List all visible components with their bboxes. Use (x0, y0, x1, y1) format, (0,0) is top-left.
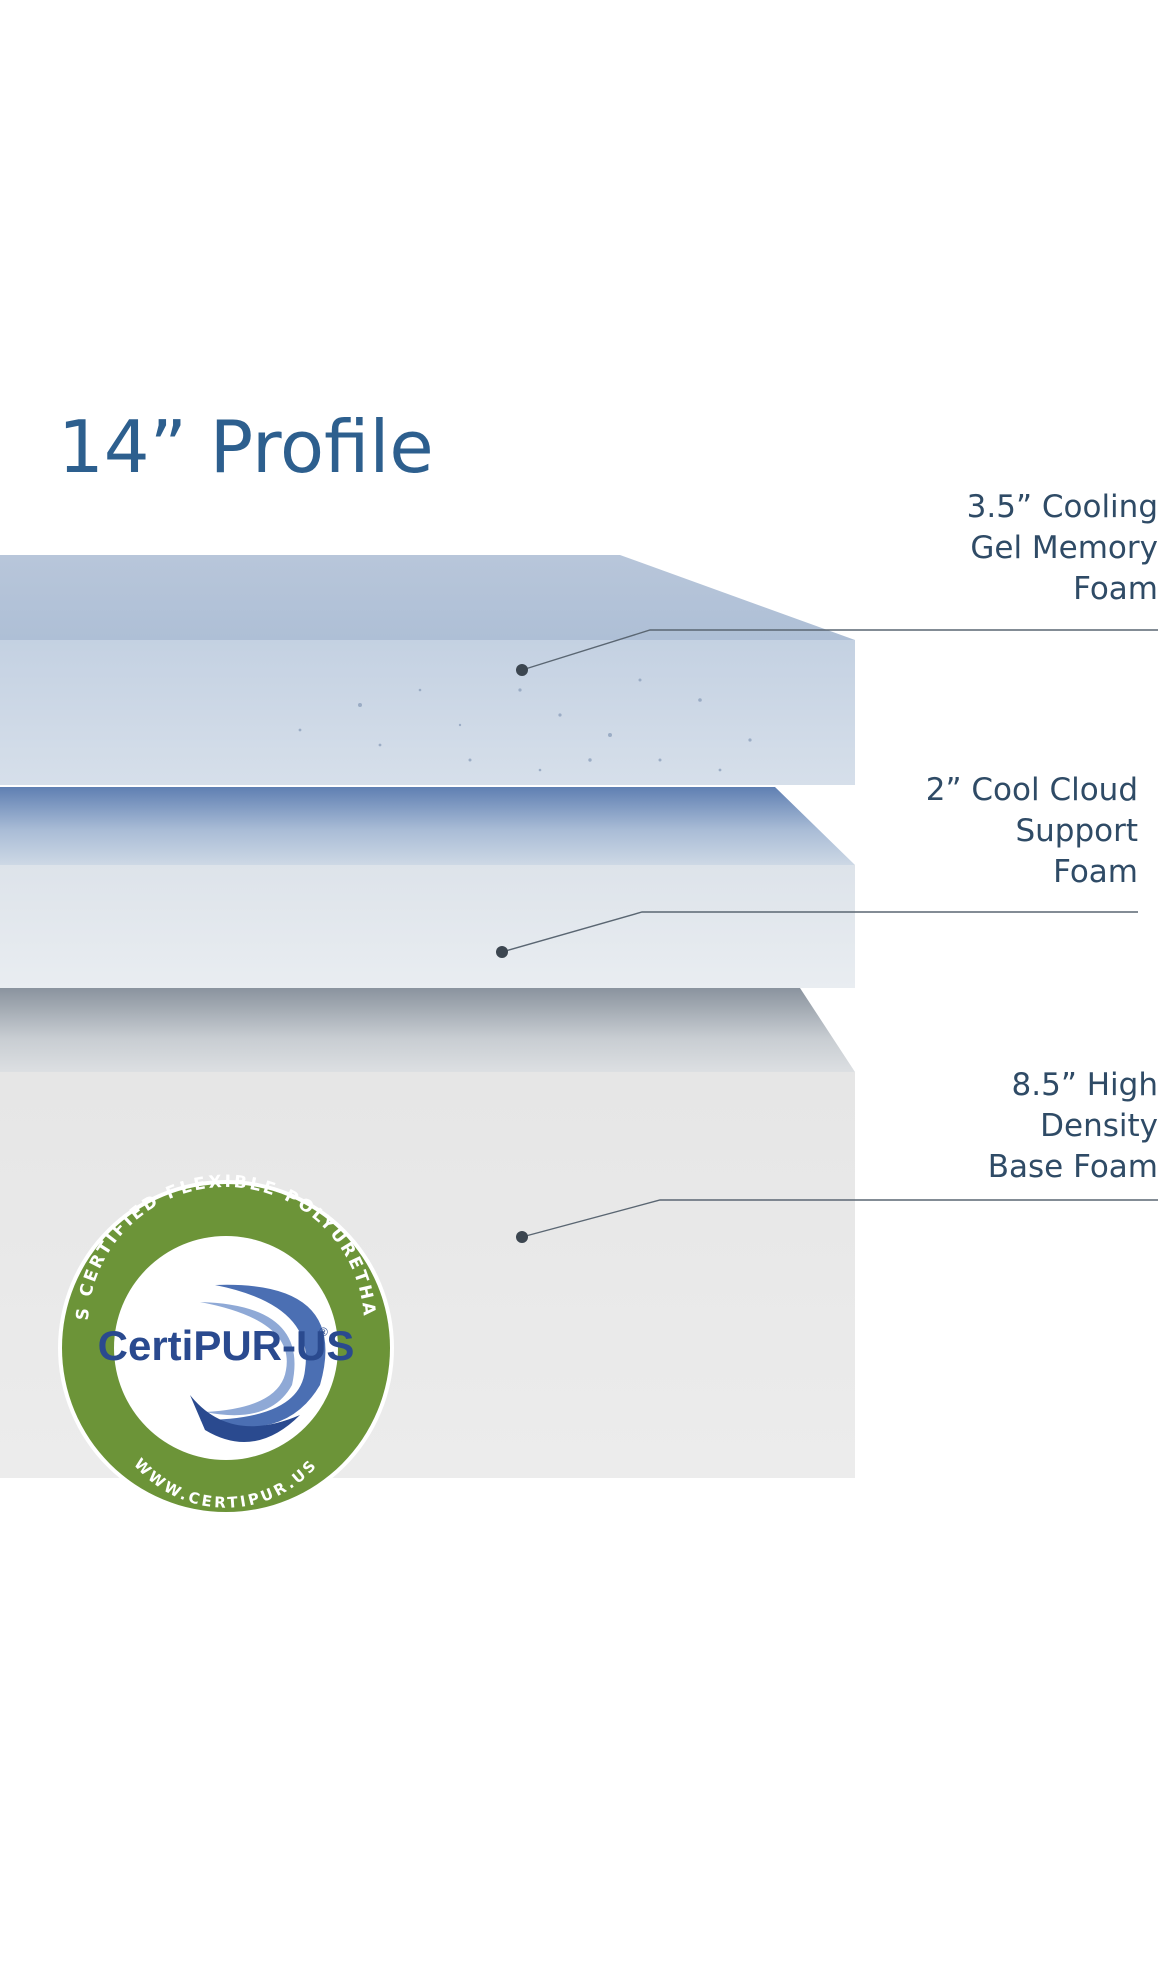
callout-dot-middle (496, 946, 508, 958)
label-line: 8.5” High (1011, 1067, 1158, 1103)
middle-foam-layer (0, 787, 855, 988)
label-line: Base Foam (987, 1149, 1158, 1185)
label-line: 3.5” Cooling (966, 489, 1158, 525)
badge-swoosh (190, 1284, 326, 1442)
label-line: 2” Cool Cloud (925, 772, 1138, 808)
label-line: Density (1040, 1108, 1158, 1144)
label-line: Support (1015, 813, 1138, 849)
layer-label-base: 8.5” High Density Base Foam (988, 1065, 1158, 1188)
layer-label-top: 3.5” Cooling Gel Memory Foam (967, 487, 1158, 610)
badge-center-text: CertiPUR-US (98, 1322, 355, 1369)
callout-line-base (521, 1199, 1158, 1238)
callout-dot-top (516, 664, 528, 676)
top-foam-layer (0, 555, 855, 785)
badge-registered-mark: ® (319, 1325, 328, 1339)
layer-label-middle: 2” Cool Cloud Support Foam (926, 770, 1138, 893)
page-title: 14” Profile (58, 405, 434, 489)
label-line: Gel Memory (970, 530, 1158, 566)
callout-line-top (521, 629, 1158, 671)
gel-speckles (298, 678, 752, 772)
callout-line-middle (501, 911, 1138, 953)
label-line: Foam (1073, 571, 1158, 607)
callout-dot-base (516, 1231, 528, 1243)
callout-lines (501, 629, 1158, 1238)
label-line: Foam (1053, 854, 1138, 890)
